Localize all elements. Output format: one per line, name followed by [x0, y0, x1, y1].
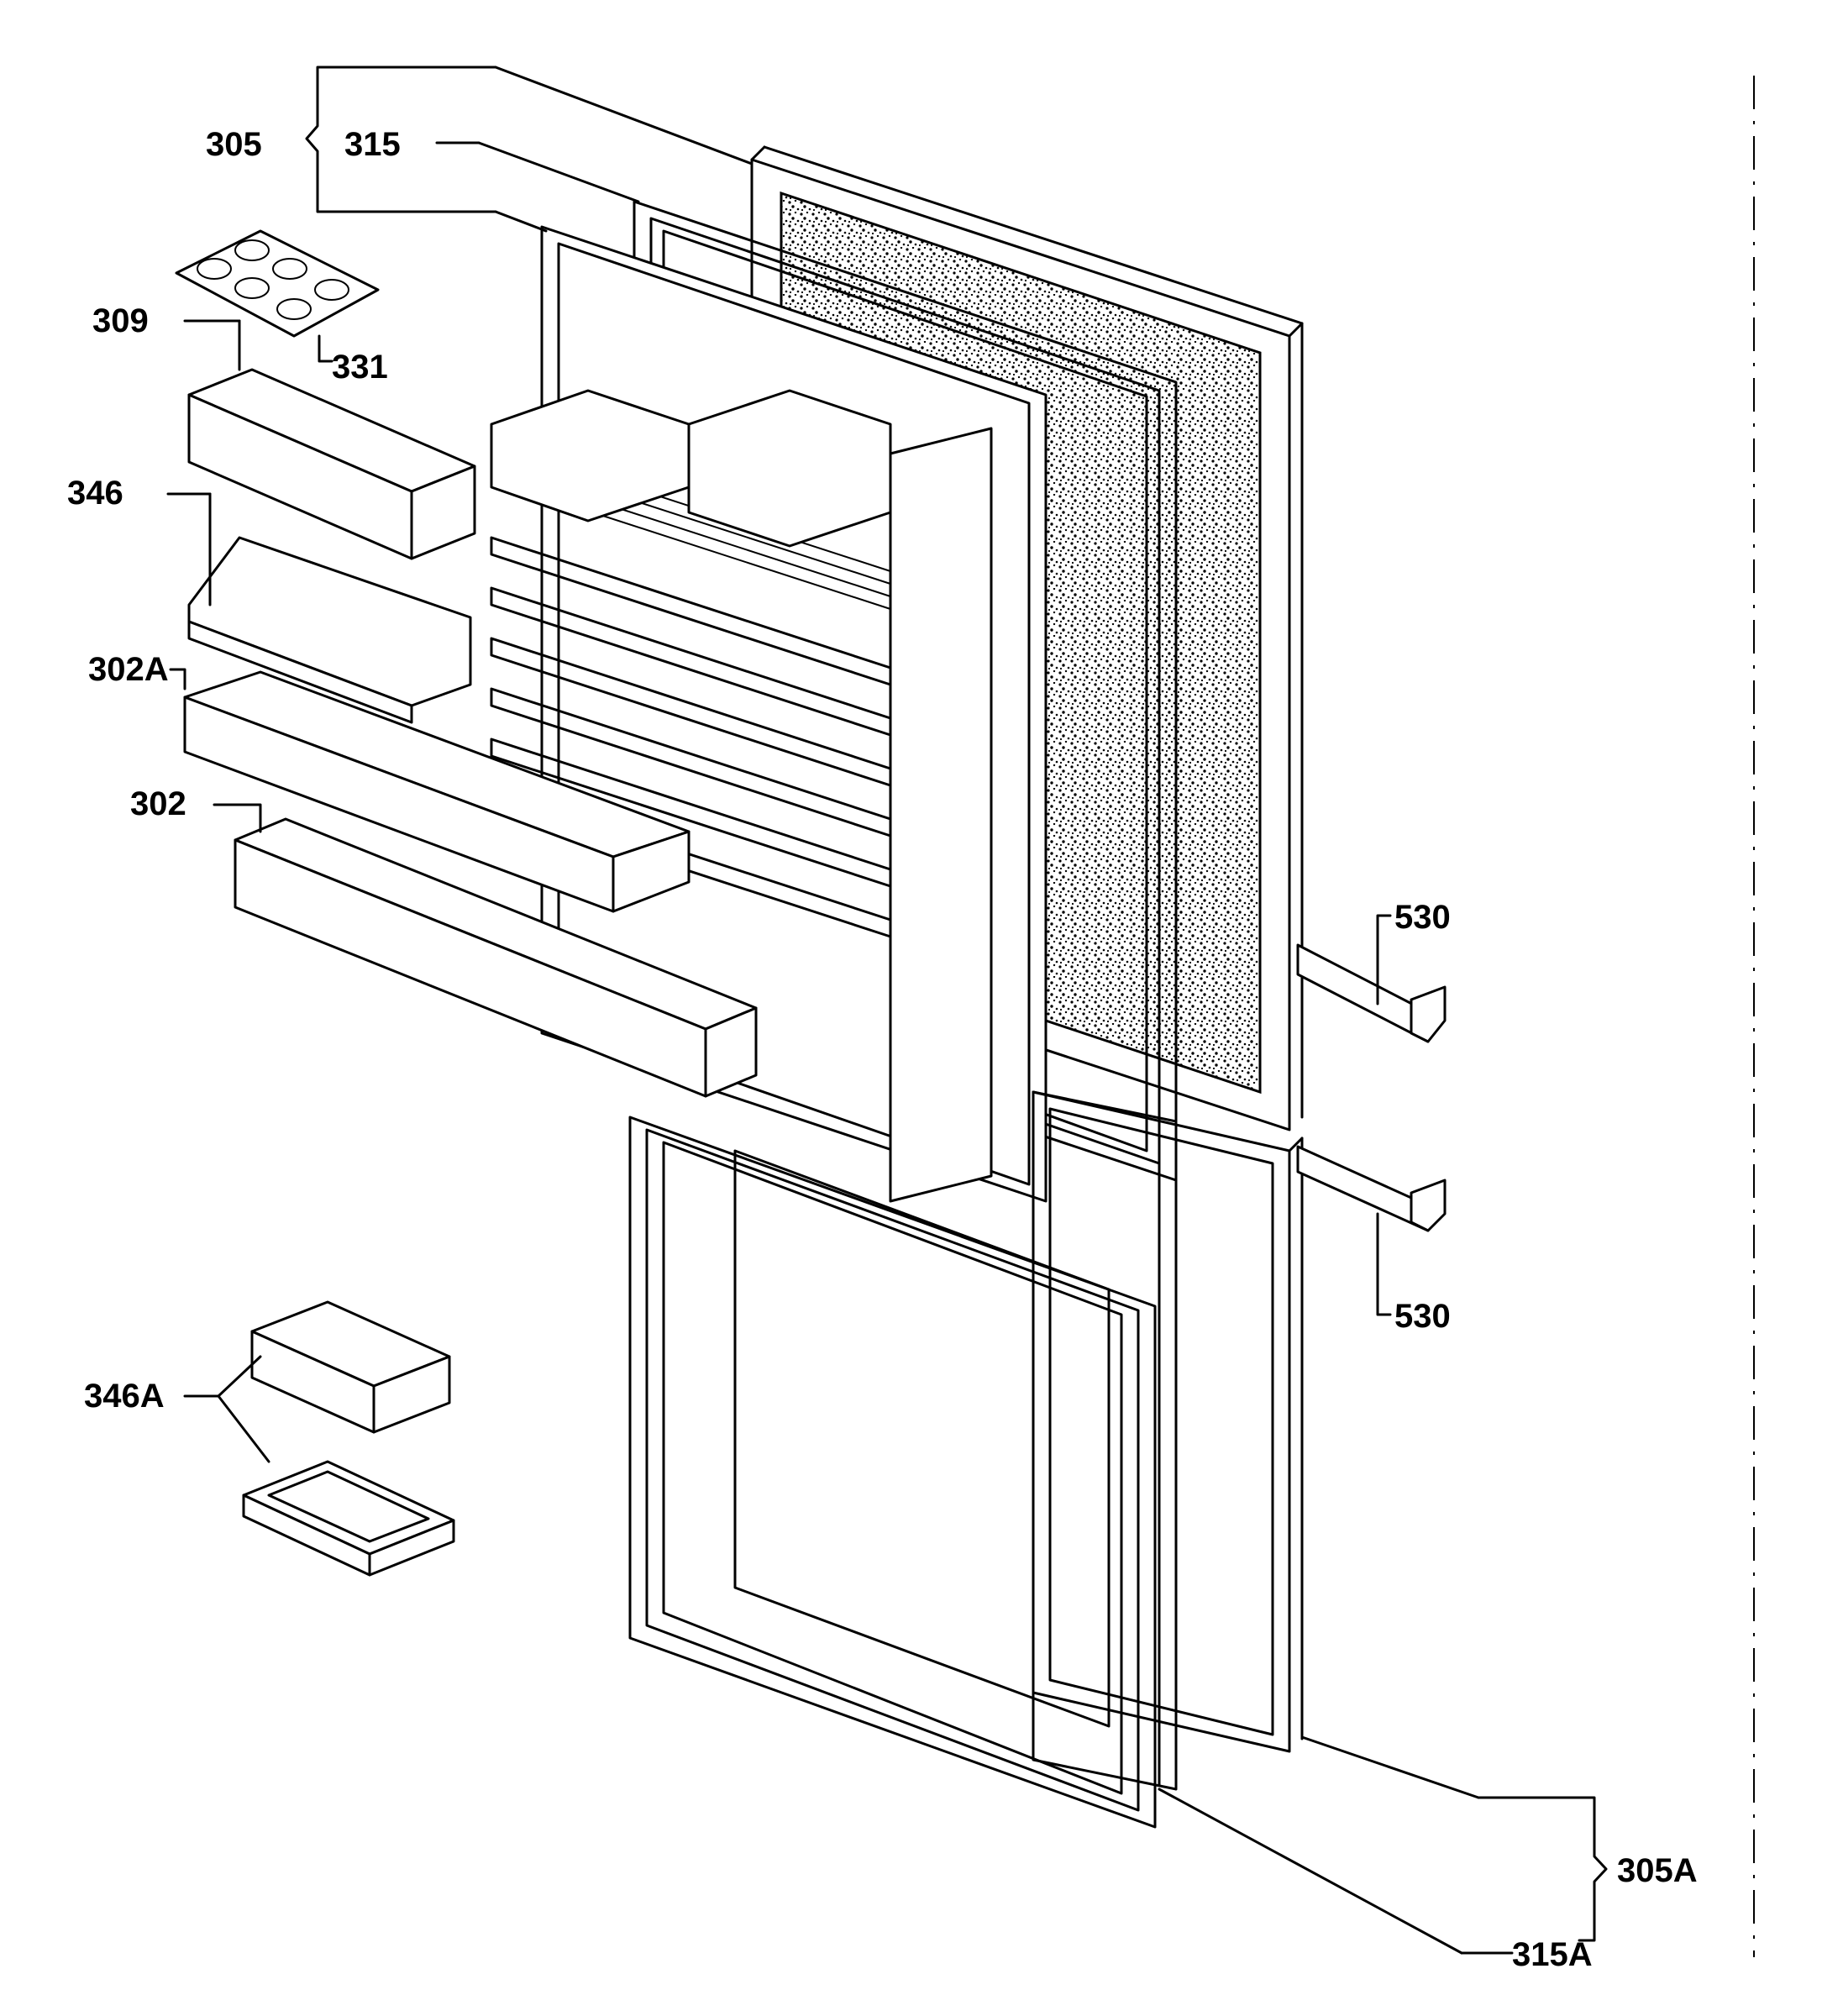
- lower-outer-panel: [1032, 1090, 1304, 1753]
- label-302: 302: [130, 785, 186, 822]
- liner-front-face: [889, 427, 993, 1203]
- label-305: 305: [206, 126, 262, 163]
- liner-bin-right: [687, 389, 892, 548]
- label-346: 346: [67, 475, 123, 512]
- label-315a: 315A: [1512, 1936, 1593, 1973]
- hinge-530-bottom: [1296, 1145, 1447, 1232]
- container-346a: [242, 1300, 455, 1577]
- label-309: 309: [92, 302, 149, 339]
- shelf-302a: [183, 670, 690, 913]
- leader-lines: [166, 66, 1608, 1955]
- egg-tray: [175, 229, 380, 338]
- part-labels: 305 315 309 331 346 302A 302 530 530 346…: [67, 126, 1698, 1973]
- label-305a: 305A: [1617, 1852, 1698, 1889]
- butter-compartment: [187, 536, 472, 724]
- hinge-530-top: [1296, 943, 1447, 1043]
- shelf-302: [234, 817, 758, 1098]
- upper-inner-liner: [490, 225, 1048, 1203]
- label-530-top: 530: [1394, 899, 1451, 936]
- label-331: 331: [332, 349, 388, 386]
- label-530-bottom: 530: [1394, 1298, 1451, 1335]
- lower-gasket: [1032, 1090, 1178, 1791]
- label-302a: 302A: [88, 651, 169, 688]
- label-346a: 346A: [84, 1378, 165, 1415]
- lower-inner-liner: [628, 1116, 1157, 1829]
- butter-lid: [187, 368, 476, 560]
- label-315: 315: [344, 126, 401, 163]
